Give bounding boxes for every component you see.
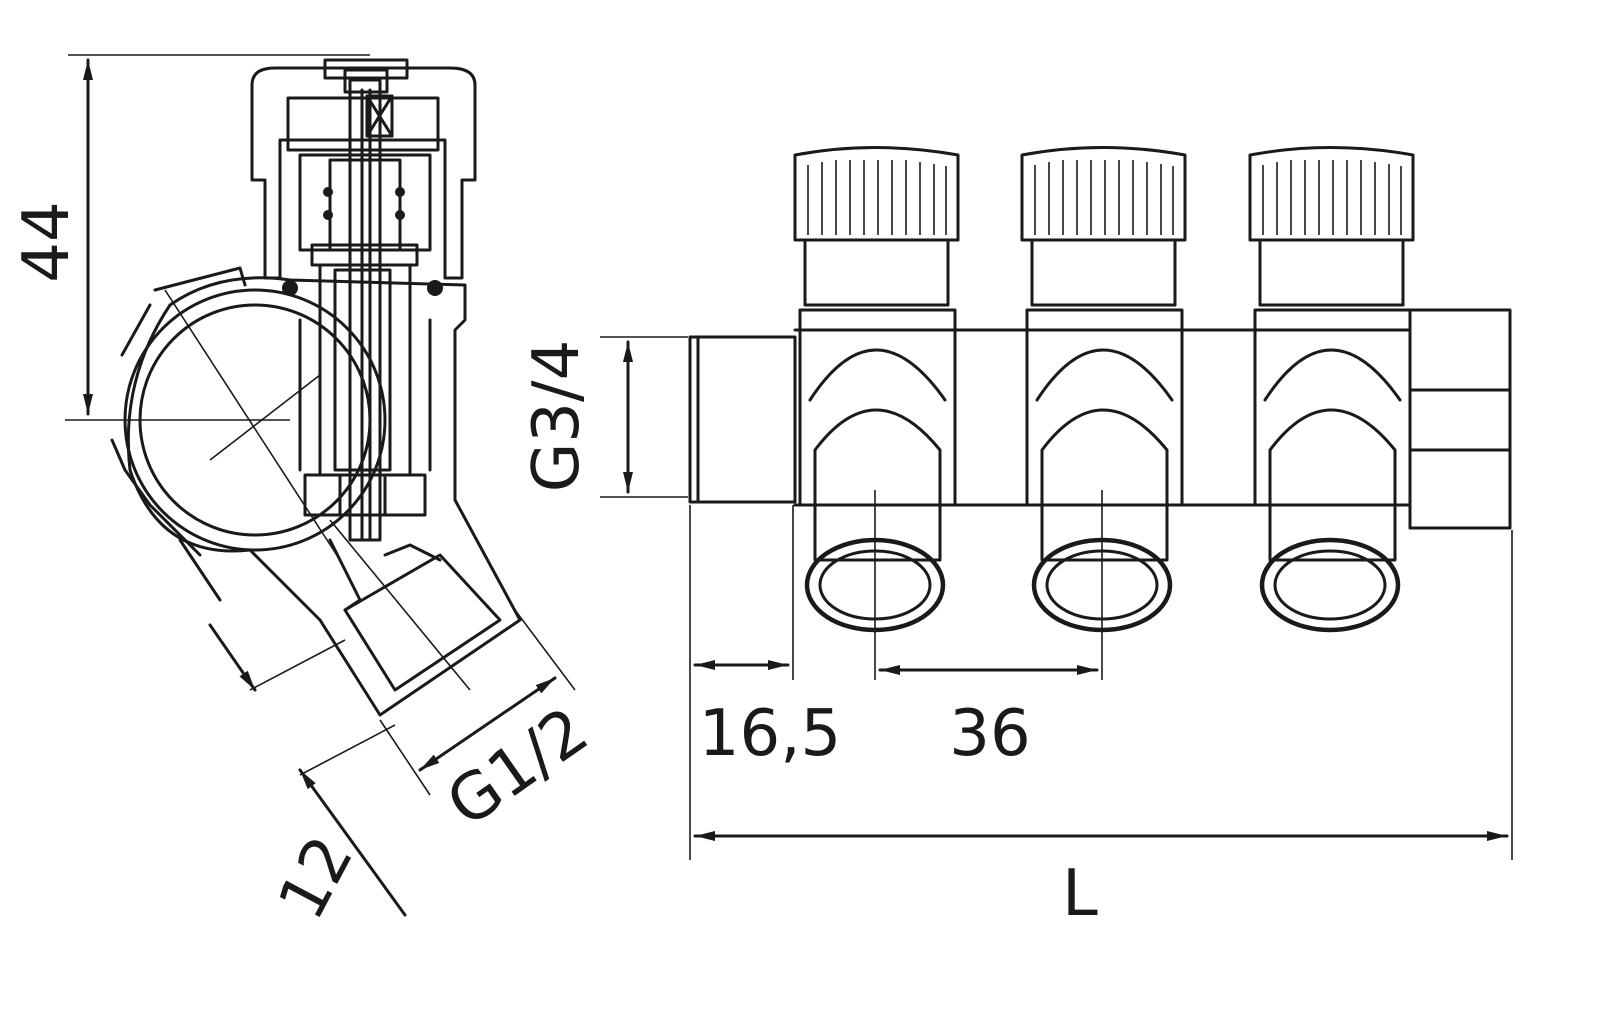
dim-g12-label: G1/2 xyxy=(434,694,601,842)
section-view: 44 12 G1/2 xyxy=(10,54,602,931)
dim-16-5-label: 16,5 xyxy=(699,697,842,771)
valve-stem-section xyxy=(282,78,443,542)
dim-16-5: 16,5 xyxy=(689,505,842,860)
inlet-thread xyxy=(688,335,797,504)
knob-2 xyxy=(1020,146,1187,242)
outlet-2 xyxy=(1020,146,1187,680)
outlet-3 xyxy=(1248,146,1415,633)
valve-body-section xyxy=(65,266,522,717)
knob-1 xyxy=(793,146,960,242)
outlet-branch xyxy=(328,519,502,692)
dim-36-label: 36 xyxy=(949,697,1030,771)
dim-44-label: 44 xyxy=(10,201,84,282)
front-view: G3/4 16,5 36 L xyxy=(520,146,1513,931)
dim-36: 36 xyxy=(878,665,1099,771)
dim-l-label: L xyxy=(1062,857,1098,931)
dim-l: L xyxy=(693,530,1513,931)
dim-g34: G3/4 xyxy=(520,336,688,498)
dim-g34-label: G3/4 xyxy=(520,340,594,493)
dim-g12: G1/2 xyxy=(379,609,602,842)
dim-44: 44 xyxy=(10,54,370,416)
manifold-bar xyxy=(688,308,1512,530)
end-cap xyxy=(1408,308,1512,530)
outlet-1 xyxy=(793,146,960,680)
knob-3 xyxy=(1248,146,1415,242)
dim-12: 12 xyxy=(208,623,407,931)
